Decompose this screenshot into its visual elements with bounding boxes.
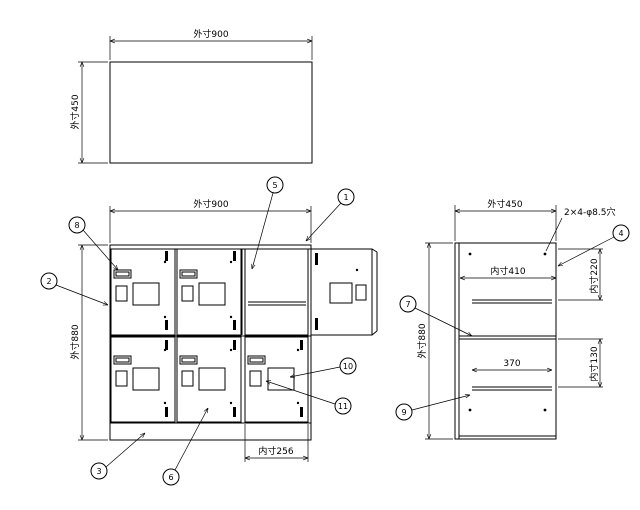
inner-width-label: 内寸256 (258, 445, 293, 457)
lock (115, 285, 128, 302)
balloon-10 (339, 357, 357, 375)
top-view: 外寸900 外寸450 (69, 28, 313, 164)
svg-text:7: 7 (405, 300, 410, 309)
side-depth-label: 外寸450 (487, 198, 522, 210)
svg-text:5: 5 (272, 181, 277, 190)
top-depth-label: 外寸450 (69, 94, 81, 129)
front-view: 外寸900 外寸880 内寸256 (69, 198, 378, 462)
name-plate (113, 269, 132, 279)
svg-text:11: 11 (338, 402, 348, 411)
inner-height-upper-label: 内寸220 (588, 258, 600, 293)
svg-text:9: 9 (401, 408, 406, 417)
balloon-11 (334, 397, 352, 415)
locker-door-bottom-right (244, 336, 309, 423)
hole-note: 2×4-φ8.5穴 (564, 206, 616, 218)
svg-text:3: 3 (96, 467, 101, 476)
svg-text:1: 1 (343, 193, 348, 202)
balloon-7 (399, 295, 417, 313)
svg-text:4: 4 (618, 229, 623, 238)
top-width-label: 外寸900 (193, 28, 228, 40)
svg-text:8: 8 (74, 221, 79, 230)
side-view: 外寸450 2×4-φ8.5穴 内寸410 370 内寸220 内寸130 外寸… (416, 198, 616, 440)
locker-door-top-left (110, 248, 176, 336)
svg-text:10: 10 (343, 362, 353, 371)
side-outline (454, 242, 557, 440)
balloon-3 (90, 462, 108, 480)
svg-text:2: 2 (46, 277, 51, 286)
shelf-depth-label: 370 (503, 359, 520, 369)
label-window (132, 282, 160, 306)
balloon-9 (395, 403, 413, 421)
front-width-label: 外寸900 (193, 198, 228, 210)
top-view-outline (109, 61, 313, 164)
side-height-label: 外寸880 (416, 323, 428, 358)
front-cabinet-outline (109, 244, 312, 441)
inner-height-lower-label: 内寸130 (588, 346, 600, 381)
balloon-4 (612, 224, 630, 242)
locker-door-bottom-middle (176, 336, 242, 423)
locker-door-bottom-left (110, 336, 176, 423)
locker-door-top-middle (176, 248, 242, 336)
balloon-8 (68, 216, 86, 234)
balloon-1 (337, 188, 355, 206)
balloon-6 (162, 468, 180, 486)
front-height-label: 外寸880 (69, 324, 81, 359)
balloon-2 (40, 272, 58, 290)
open-door (311, 248, 378, 336)
svg-text:6: 6 (168, 473, 173, 482)
balloon-5 (266, 176, 284, 194)
side-inner-width-label: 内寸410 (490, 265, 525, 277)
open-compartment (241, 248, 309, 336)
part-balloons: 1 2 3 4 5 6 7 8 9 10 (40, 176, 630, 486)
